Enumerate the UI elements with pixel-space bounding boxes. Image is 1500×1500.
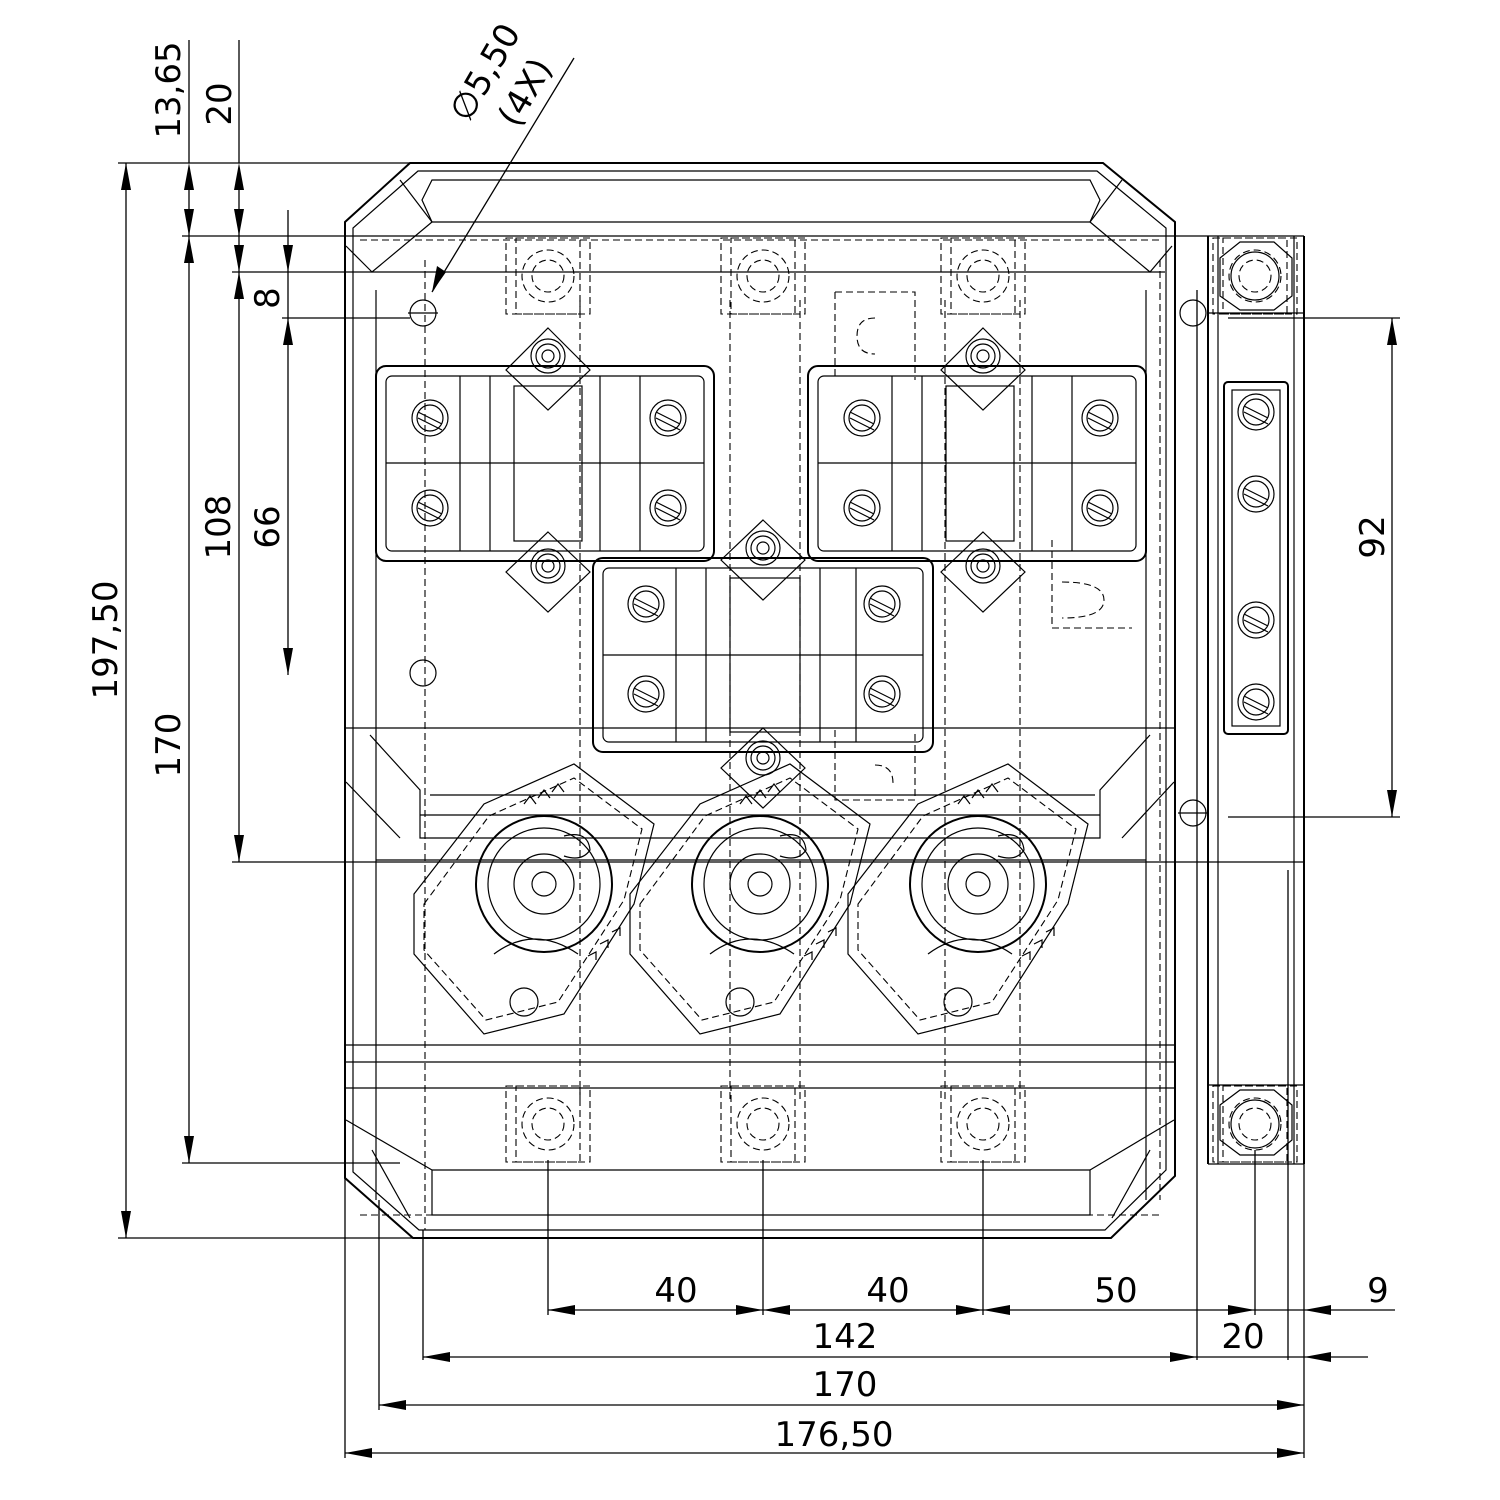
dim-overall-width: 176,50: [775, 1415, 894, 1455]
dim-height-108: 108: [199, 495, 239, 560]
top-standoffs: [505, 237, 1298, 315]
terminal-block-middle: [592, 519, 934, 809]
dim-overall-height: 197,50: [86, 581, 126, 700]
connector-2: [629, 763, 871, 1035]
connector-3: [847, 763, 1089, 1035]
side-rail: [1207, 235, 1305, 1165]
dim-pitch-40-a: 40: [654, 1271, 697, 1311]
dim-height-66: 66: [248, 505, 288, 548]
dim-width-170: 170: [813, 1365, 878, 1405]
dim-top-13-65: 13,65: [149, 41, 189, 138]
dim-width-142: 142: [813, 1317, 878, 1357]
hidden-lines: [360, 239, 1161, 1230]
dim-offset-8: 8: [248, 287, 288, 309]
terminal-block-left: [375, 327, 715, 613]
dim-rail-20: 20: [1221, 1317, 1264, 1357]
mounting-holes: [408, 299, 1208, 827]
connector-1: [413, 763, 655, 1035]
dimensions: [118, 40, 1400, 1458]
dim-top-20: 20: [200, 82, 240, 125]
enclosure-outline: [344, 162, 1176, 1239]
terminal-block-right: [807, 327, 1147, 613]
dim-pitch-40-b: 40: [866, 1271, 909, 1311]
dim-pitch-50: 50: [1094, 1271, 1137, 1311]
bottom-standoffs: [505, 1085, 1298, 1163]
dim-offset-9: 9: [1367, 1271, 1389, 1311]
dim-rail-92: 92: [1353, 515, 1393, 558]
dim-height-170: 170: [149, 713, 189, 778]
